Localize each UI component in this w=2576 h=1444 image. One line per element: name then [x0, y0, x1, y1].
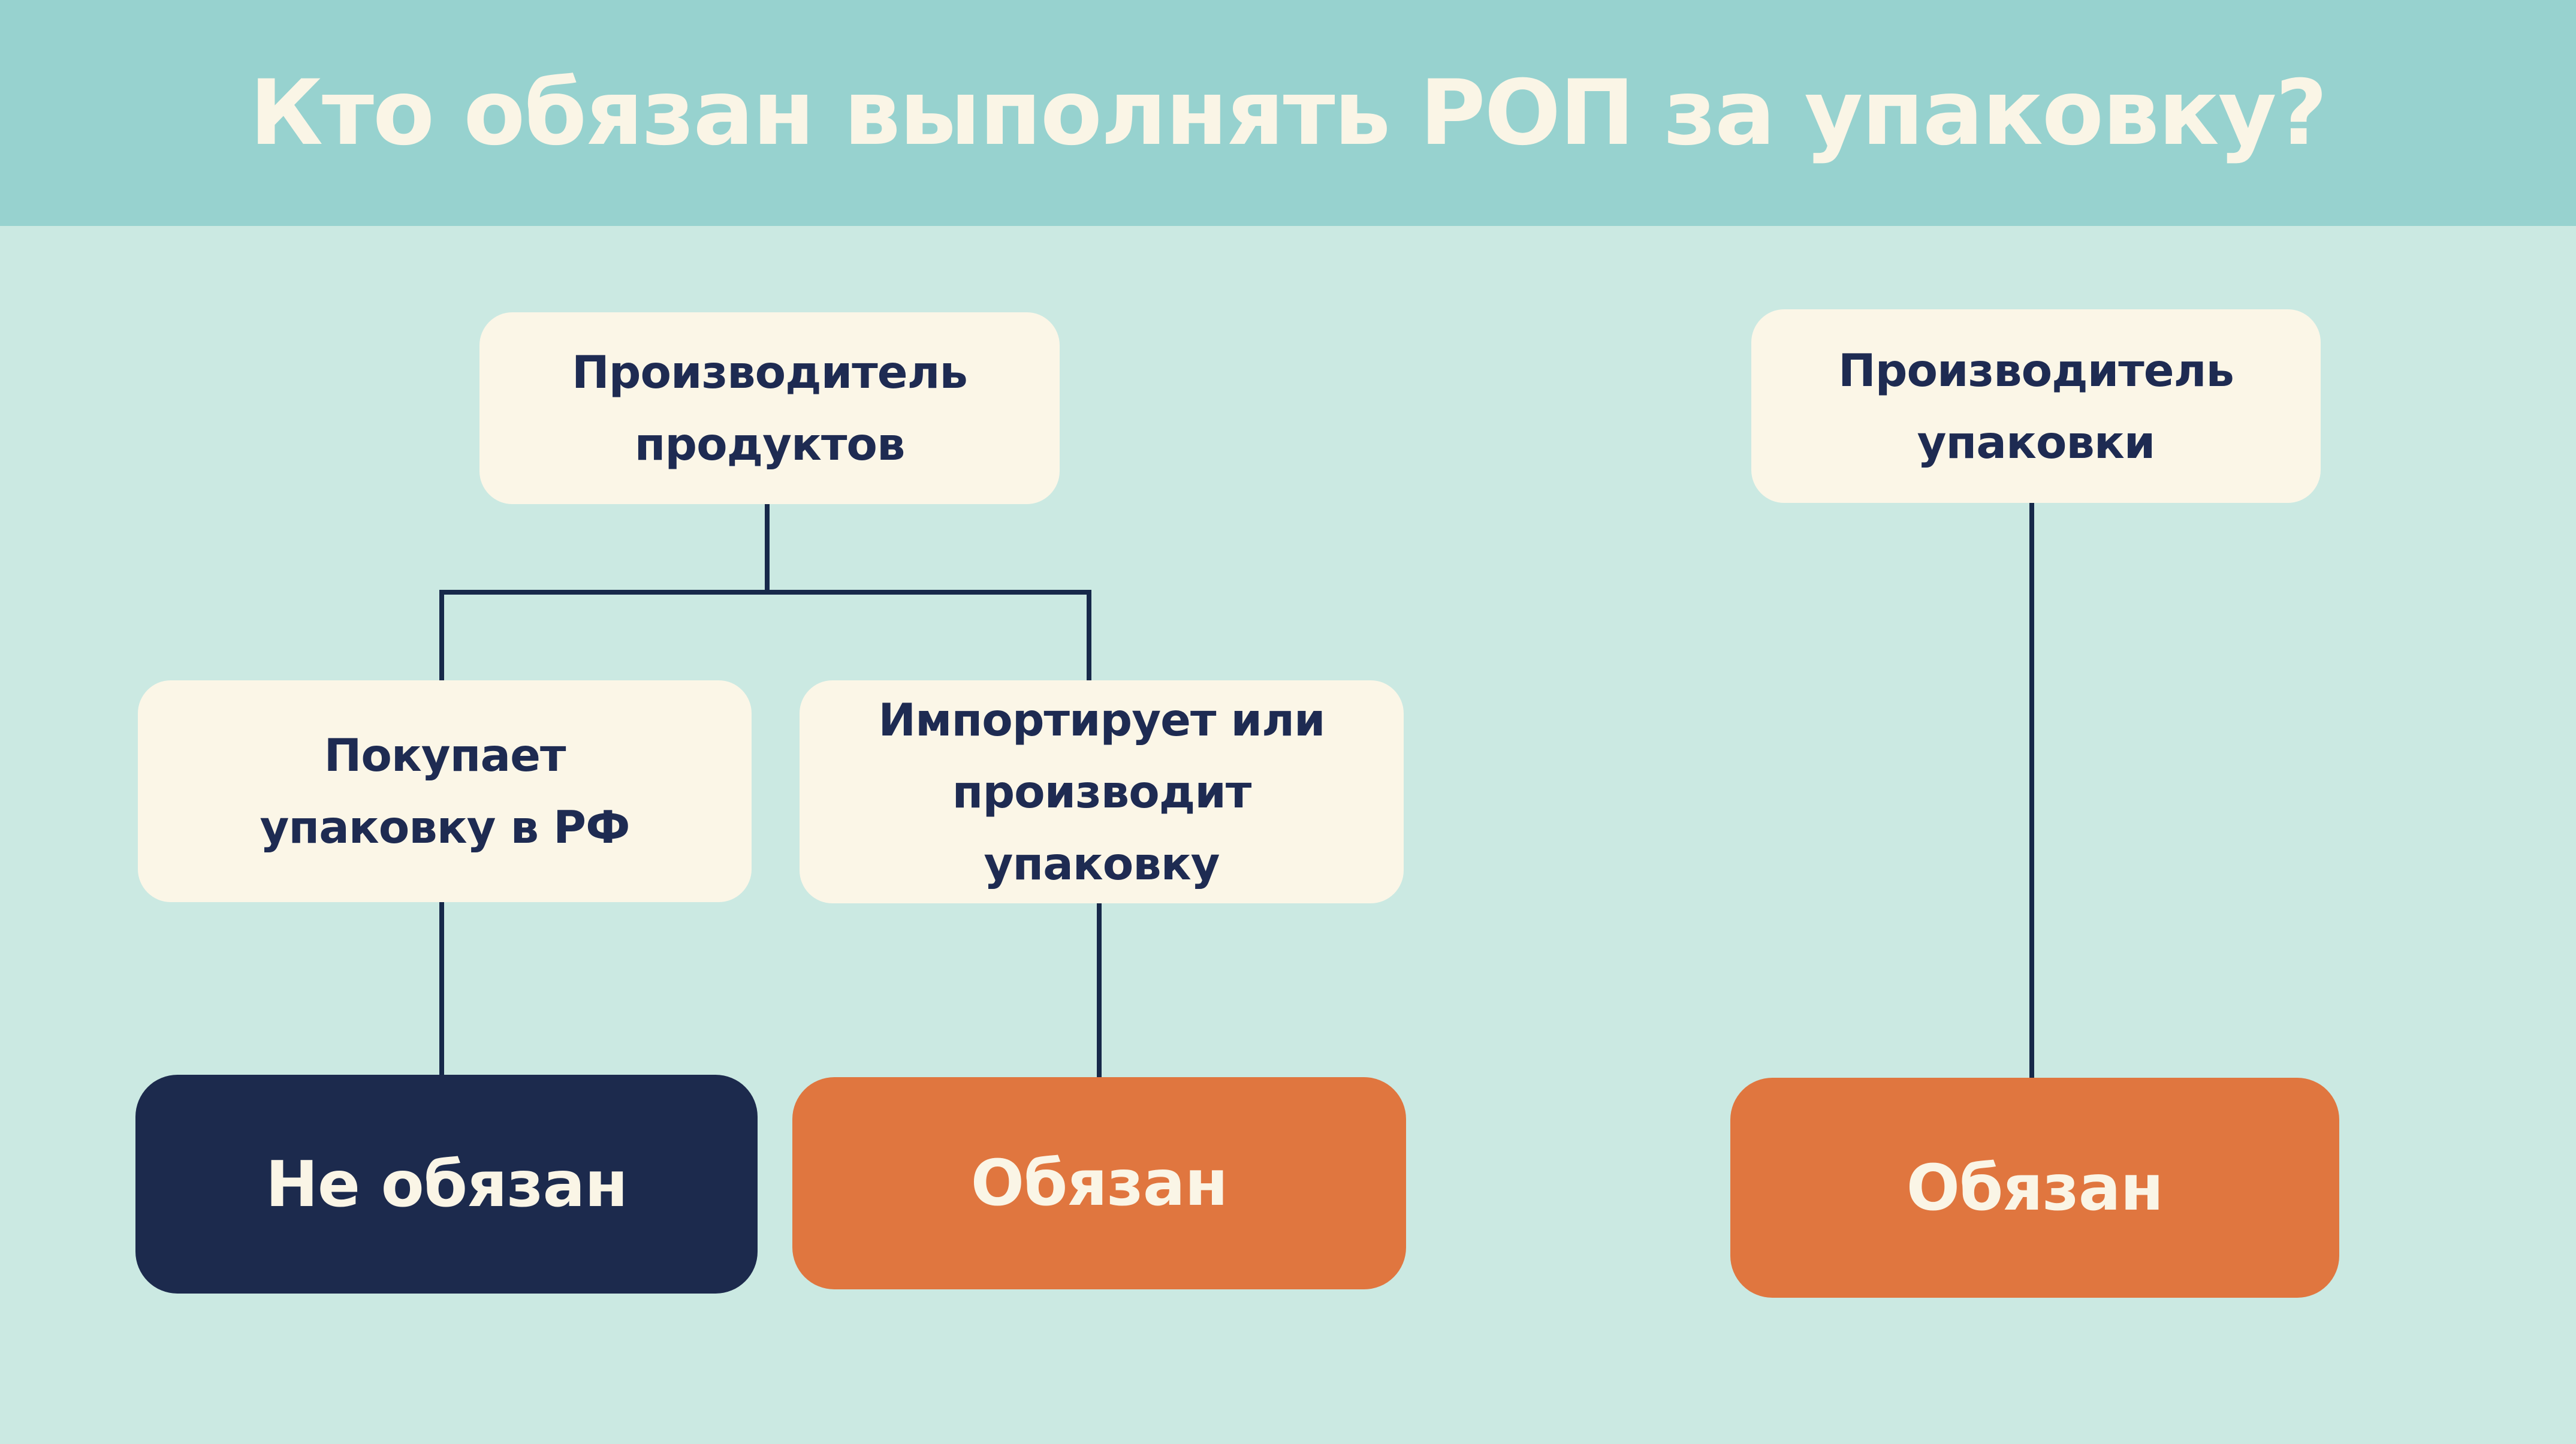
- connector-imports-to-obligated: [1097, 903, 1102, 1077]
- connector-packaging-to-obligated: [2029, 503, 2034, 1078]
- node-producer-products: Производитель продуктов: [479, 312, 1060, 504]
- connector-branch-left: [439, 590, 444, 680]
- connector-products-stem: [765, 504, 770, 594]
- node-imports-or-produces-packaging: Импортирует или производит упаковку: [800, 680, 1404, 903]
- page-title: Кто обязан выполнять РОП за упаковку?: [249, 61, 2327, 165]
- connector-branch-bar: [439, 590, 1091, 595]
- node-producer-packaging-label: Производитель упаковки: [1838, 343, 2234, 469]
- node-buys-packaging-in-rf: Покупает упаковку в РФ: [138, 680, 752, 902]
- node-producer-packaging: Производитель упаковки: [1751, 309, 2321, 503]
- node-obligated-left-label: Обязан: [970, 1147, 1228, 1220]
- node-not-obligated: Не обязан: [135, 1075, 758, 1294]
- connector-branch-right: [1087, 590, 1091, 680]
- node-producer-products-label: Производитель продуктов: [572, 346, 968, 471]
- header-band: Кто обязан выполнять РОП за упаковку?: [0, 0, 2576, 226]
- node-not-obligated-label: Не обязан: [266, 1147, 628, 1221]
- node-obligated-left: Обязан: [792, 1077, 1406, 1289]
- node-buys-packaging-label: Покупает упаковку в РФ: [260, 729, 630, 854]
- node-imports-or-produces-label: Импортирует или производит упаковку: [878, 694, 1325, 890]
- node-obligated-right: Обязан: [1730, 1078, 2339, 1298]
- connector-buys-to-not-obligated: [439, 902, 444, 1075]
- node-obligated-right-label: Обязан: [1906, 1151, 2164, 1225]
